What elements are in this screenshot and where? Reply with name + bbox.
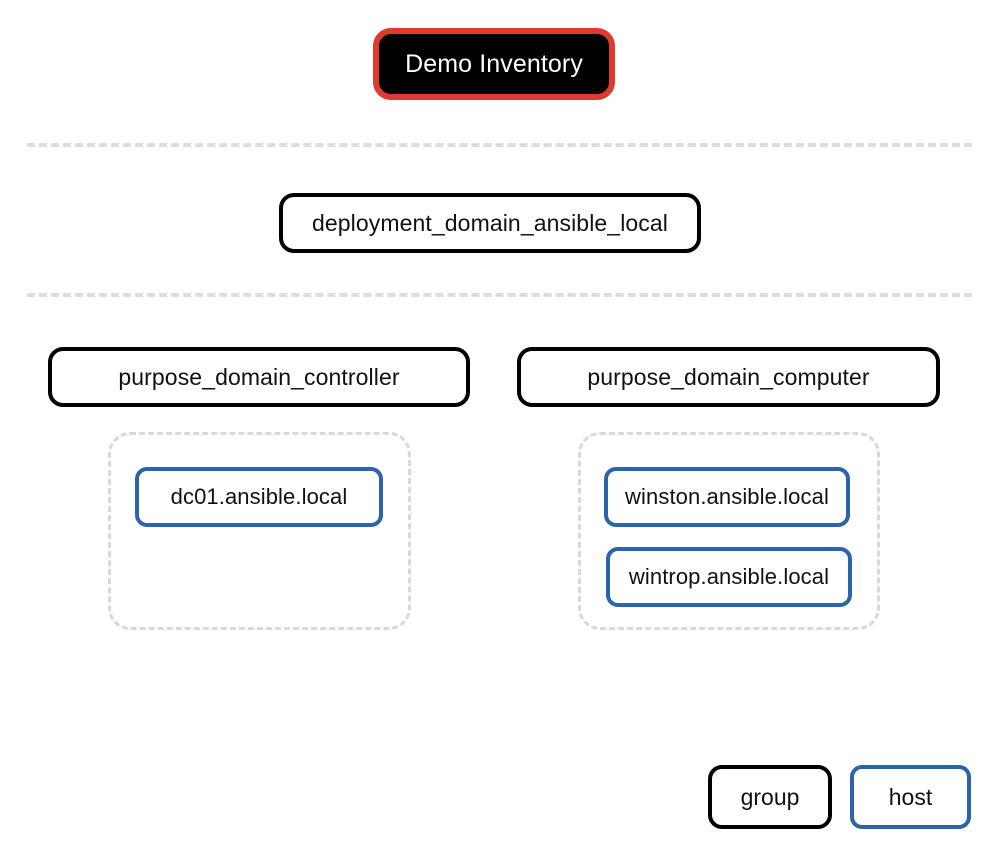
legend-item-host-label: host xyxy=(888,783,933,810)
group-node-deployment-domain-ansible-local[interactable]: deployment_domain_ansible_local xyxy=(279,193,701,253)
host-node-label: wintrop.ansible.local xyxy=(628,564,830,589)
group-node-label: purpose_domain_computer xyxy=(587,363,870,390)
legend-item-group: group xyxy=(708,765,832,829)
host-node-dc01-ansible-local[interactable]: dc01.ansible.local xyxy=(135,467,383,527)
host-node-wintrop-ansible-local[interactable]: wintrop.ansible.local xyxy=(606,547,852,607)
root-node-demo-inventory[interactable]: Demo Inventory xyxy=(373,28,615,100)
group-node-purpose-domain-computer[interactable]: purpose_domain_computer xyxy=(517,347,940,407)
root-node-label: Demo Inventory xyxy=(405,49,583,78)
level-separator-2 xyxy=(27,293,972,297)
group-node-label: purpose_domain_controller xyxy=(118,363,400,390)
host-container-purpose-domain-computer xyxy=(578,432,880,630)
host-node-label: dc01.ansible.local xyxy=(170,484,348,509)
group-node-purpose-domain-controller[interactable]: purpose_domain_controller xyxy=(48,347,470,407)
host-node-winston-ansible-local[interactable]: winston.ansible.local xyxy=(604,467,850,527)
level-separator-1 xyxy=(27,143,972,147)
legend-item-group-label: group xyxy=(740,783,800,810)
legend-item-host: host xyxy=(850,765,971,829)
group-node-label: deployment_domain_ansible_local xyxy=(311,209,668,236)
host-container-purpose-domain-controller xyxy=(108,432,411,630)
host-node-label: winston.ansible.local xyxy=(625,484,829,509)
